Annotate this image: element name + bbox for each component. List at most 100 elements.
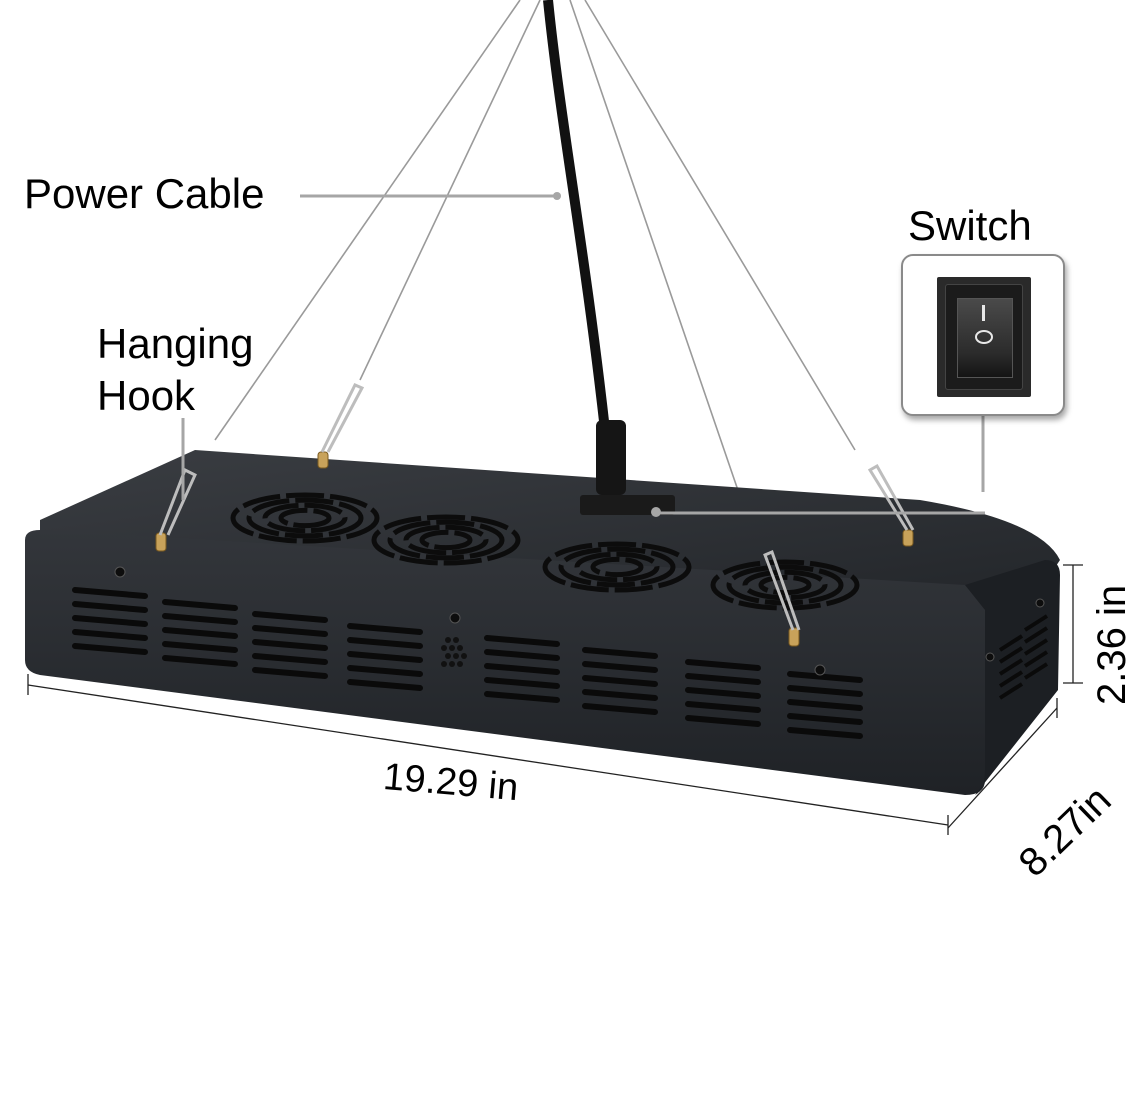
switch-off-symbol — [975, 330, 993, 344]
vent-slot — [685, 701, 761, 713]
wire — [584, 0, 856, 451]
vent-group — [252, 611, 328, 679]
vent-slot — [998, 646, 1024, 664]
vent-slot — [685, 659, 761, 671]
hanging-hooks — [155, 451, 914, 647]
vent-slot — [162, 613, 238, 625]
fan-grilles — [230, 492, 860, 611]
vent-slot — [685, 673, 761, 685]
vent-slot — [162, 655, 238, 667]
vent-slot — [252, 653, 328, 665]
vent-slot — [72, 643, 148, 655]
switch-leader-dot — [651, 507, 661, 517]
vent-slot — [484, 649, 560, 661]
vent-group — [72, 587, 148, 655]
vent-group — [484, 635, 560, 703]
vent-slot — [787, 685, 863, 697]
vent-group — [685, 659, 761, 727]
vent-slot — [347, 665, 423, 677]
fan-ring — [246, 497, 364, 539]
vent-slot — [72, 601, 148, 613]
side-vent-group — [998, 634, 1024, 700]
vent-slot — [1023, 626, 1049, 644]
power-plug — [580, 420, 675, 515]
fan-ring — [742, 569, 828, 601]
vent-slot — [582, 661, 658, 673]
vent-slot — [72, 615, 148, 627]
vent-slot — [582, 675, 658, 687]
vent-slot — [252, 667, 328, 679]
screws — [114, 566, 1045, 676]
power-cable — [543, 0, 610, 431]
fan-ring — [419, 529, 473, 551]
side-vent-group — [1023, 614, 1049, 680]
vent-slot — [582, 703, 658, 715]
vent-slot — [484, 635, 560, 647]
length-dimension-line — [27, 684, 949, 826]
vent-slot — [72, 587, 148, 599]
vent-slot — [1023, 650, 1049, 668]
switch-label: Switch — [908, 202, 1032, 249]
hook-post — [902, 529, 914, 547]
fan-ring — [542, 541, 692, 593]
vent-slot — [347, 637, 423, 649]
vent-slot — [787, 699, 863, 711]
vent-slot — [347, 651, 423, 663]
vent-slot — [1023, 662, 1049, 680]
switch-on-symbol — [982, 305, 985, 321]
fan-ring — [558, 546, 676, 588]
vent-slot — [162, 641, 238, 653]
hook-carabiners — [158, 383, 915, 631]
vent-slot — [252, 639, 328, 651]
vent-slot — [162, 599, 238, 611]
vent-slot — [998, 658, 1024, 676]
vent-slot — [787, 713, 863, 725]
fan-ring — [590, 556, 644, 578]
vent-slot — [582, 689, 658, 701]
vent-group — [582, 647, 658, 715]
vent-group — [787, 671, 863, 739]
switch-inset — [901, 254, 1065, 416]
vent-slots — [72, 587, 1049, 739]
vent-slot — [72, 629, 148, 641]
fan-ring — [574, 551, 660, 583]
vent-slot — [685, 687, 761, 699]
fan-grille — [542, 541, 692, 593]
vent-group — [162, 599, 238, 667]
fan-grille — [371, 514, 521, 566]
wire — [359, 0, 541, 381]
perforated-grille — [441, 637, 467, 667]
hanging-hook-label-line2: Hook — [97, 372, 196, 419]
fan-ring — [278, 507, 332, 529]
switch-frame — [945, 284, 1023, 390]
wire — [214, 0, 521, 441]
fan-ring — [262, 502, 348, 534]
vent-slot — [484, 677, 560, 689]
vent-slot — [787, 671, 863, 683]
vent-slot — [685, 715, 761, 727]
fan-ring — [726, 564, 844, 606]
vent-slot — [252, 611, 328, 623]
switch-rocker — [957, 298, 1013, 378]
dimension-lines — [27, 564, 1083, 835]
hook-post — [155, 532, 167, 552]
vent-slot — [998, 634, 1024, 652]
hook-post — [788, 627, 800, 647]
depth-dimension-line — [947, 707, 1058, 829]
vent-slot — [998, 682, 1024, 700]
vent-slot — [787, 727, 863, 739]
power-cable-label: Power Cable — [24, 170, 265, 217]
hanging-wires — [214, 0, 856, 541]
fan-ring — [371, 514, 521, 566]
leader-lines — [181, 194, 985, 515]
vent-slot — [582, 647, 658, 659]
vent-slot — [347, 623, 423, 635]
wire — [569, 0, 756, 541]
power-cable-leader-dot — [553, 192, 561, 200]
rocker-switch-icon — [937, 277, 1031, 397]
vent-slot — [252, 625, 328, 637]
vent-slot — [347, 679, 423, 691]
vent-slot — [484, 691, 560, 703]
fan-ring — [403, 524, 489, 556]
